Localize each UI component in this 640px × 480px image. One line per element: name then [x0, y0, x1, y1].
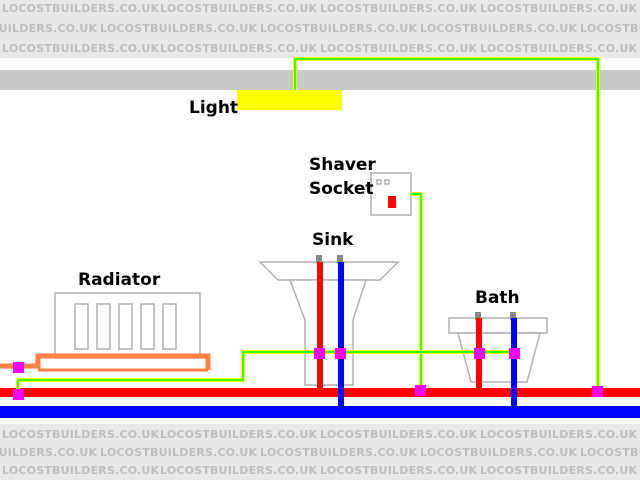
watermark-text: LOCOSTBUILDERS.CO.UK [2, 42, 160, 55]
watermark-text: LOCOSTBUILDERS.CO.UK [160, 42, 318, 55]
earth-wire-bonding [16, 350, 516, 396]
watermark-text: LOCOSTBUILDERS.CO.UK [160, 464, 318, 477]
watermark-text: LOCOSTBUILDERS.CO.UK [2, 2, 160, 15]
watermark-text: LOCOSTBUILDERS.CO.UK [480, 428, 638, 441]
earth-clamp [592, 386, 603, 397]
watermark-text: LOCOSTBUILDERS.CO.UK [160, 428, 318, 441]
bath [448, 312, 548, 383]
watermark-text: LOCOSTBUILDERS.CO.UK [0, 446, 98, 459]
earth-clamp [474, 348, 485, 359]
watermark-text: LOCOSTBUILDERS.CO.UK [480, 464, 638, 477]
watermark-text: LOCOSTBUILDERS.CO.UK [580, 446, 640, 459]
watermark-text: LOCOSTBUILDERS.CO.UK [320, 428, 478, 441]
watermark-band-top: LOCOSTBUILDERS.CO.UK LOCOSTBUILDERS.CO.U… [0, 0, 640, 58]
earth-wire-shaver [411, 192, 423, 392]
bath-label: Bath [475, 288, 520, 308]
hot-water-pipe [0, 388, 640, 397]
watermark-text: LOCOSTBUILDERS.CO.UK [480, 2, 638, 15]
watermark-band-bottom: LOCOSTBUILDERS.CO.UK LOCOSTBUILDERS.CO.U… [0, 424, 640, 480]
sink-cold-pipe [338, 262, 344, 412]
earth-clamp [13, 362, 24, 373]
sink-basin [258, 255, 400, 386]
light-label: Light [189, 98, 239, 118]
sink-hot-pipe [317, 262, 323, 388]
watermark-text: LOCOSTBUILDERS.CO.UK [2, 464, 160, 477]
earth-clamp [13, 389, 24, 400]
watermark-text: LOCOSTBUILDERS.CO.UK [260, 446, 418, 459]
watermark-text: LOCOSTBUILDERS.CO.UK [260, 22, 418, 35]
watermark-text: LOCOSTBUILDERS.CO.UK [100, 22, 258, 35]
light-fitting [237, 90, 342, 110]
earth-clamp [509, 348, 520, 359]
cold-water-pipe [0, 406, 640, 418]
watermark-text: LOCOSTBUILDERS.CO.UK [580, 22, 640, 35]
watermark-text: LOCOSTBUILDERS.CO.UK [320, 2, 478, 15]
watermark-text: LOCOSTBUILDERS.CO.UK [320, 42, 478, 55]
watermark-text: LOCOSTBUILDERS.CO.UK [420, 22, 578, 35]
watermark-text: LOCOSTBUILDERS.CO.UK [160, 2, 318, 15]
earth-clamp [314, 348, 325, 359]
shaver-socket-label-line1: Shaver [309, 155, 376, 175]
ceiling [0, 70, 640, 90]
sink-label: Sink [312, 230, 354, 250]
watermark-text: LOCOSTBUILDERS.CO.UK [480, 42, 638, 55]
shaver-socket-label-line2: Socket [309, 179, 374, 199]
watermark-text: LOCOSTBUILDERS.CO.UK [320, 464, 478, 477]
earth-clamp [335, 348, 346, 359]
radiator-pipe [0, 353, 211, 372]
radiator-label: Radiator [78, 270, 161, 290]
watermark-text: LOCOSTBUILDERS.CO.UK [420, 446, 578, 459]
shaver-socket [370, 172, 412, 216]
watermark-text: LOCOSTBUILDERS.CO.UK [100, 446, 258, 459]
bath-cold-pipe [511, 318, 517, 408]
watermark-text: LOCOSTBUILDERS.CO.UK [0, 22, 98, 35]
radiator [54, 292, 201, 359]
watermark-text: LOCOSTBUILDERS.CO.UK [2, 428, 160, 441]
earth-wire-light [293, 57, 600, 392]
earth-clamp [415, 385, 426, 396]
